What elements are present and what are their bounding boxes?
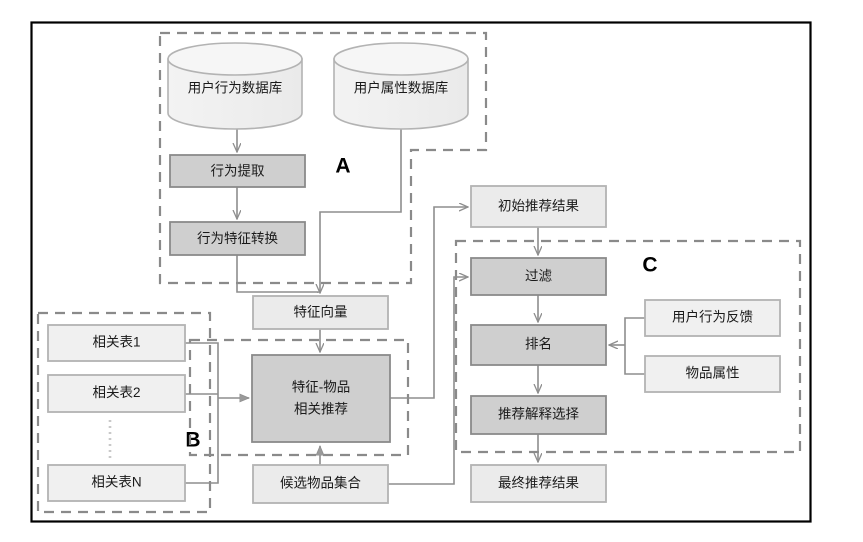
node-box [470,257,607,296]
node-final-rec-result[interactable]: 最终推荐结果 [470,464,607,503]
node-label-line1: 特征-物品 [292,380,351,395]
node-label: 相关表1 [92,335,140,350]
node-label: 用户行为反馈 [672,309,753,325]
node-rec-explanation-select[interactable]: 推荐解释选择 [470,395,607,435]
group-a-label: A [335,155,350,178]
node-item-attribute[interactable]: 物品属性 [644,355,781,393]
node-box [252,464,389,504]
cylinder-top [333,42,469,76]
node-label: 用户行为数据库 [188,80,283,96]
edge-table1-bus [185,342,219,398]
group-b-label: B [185,429,200,452]
node-box [169,154,306,188]
node-box [470,464,607,503]
node-box [644,299,781,337]
node-behavior-feature-transform[interactable]: 行为特征转换 [169,221,306,256]
node-filter[interactable]: 过滤 [470,257,607,296]
cylinder-body [333,58,469,130]
node-user-behavior-feedback[interactable]: 用户行为反馈 [644,299,781,337]
edge-itemattr-bus [624,345,645,375]
node-label: 相关表N [91,475,141,490]
node-box [251,354,391,443]
edge-attrdb-to-featurevector [320,129,402,293]
node-label: 初始推荐结果 [498,198,579,214]
node-box [470,324,607,366]
node-box [47,464,186,502]
node-related-table-1[interactable]: 相关表1 [47,324,186,362]
group-middle-dashed-boundary [188,338,410,457]
edge-candidate-to-filter [388,277,468,485]
node-label: 候选物品集合 [280,476,361,491]
node-behavior-extraction[interactable]: 行为提取 [169,154,306,188]
node-feature-vector[interactable]: 特征向量 [252,295,389,330]
node-box [169,221,306,256]
node-box [470,185,607,228]
edge-feedback-bus [624,317,645,345]
node-box [252,295,389,330]
node-label-line2: 相关推荐 [294,402,348,417]
node-box [470,395,607,435]
group-c-dashed-boundary [454,239,802,454]
node-candidate-item-set[interactable]: 候选物品集合 [252,464,389,504]
cylinder-body [167,58,303,130]
node-label: 行为特征转换 [197,231,278,246]
edge-tablen-bus [185,398,219,484]
node-label: 相关表2 [92,385,140,400]
node-label: 过滤 [525,269,553,284]
node-related-table-n[interactable]: 相关表N [47,464,186,502]
node-box [644,355,781,393]
node-box [47,324,186,362]
node-label: 特征向量 [294,305,348,320]
node-label: 物品属性 [686,366,740,381]
group-c-label: C [642,254,657,277]
node-box [47,374,186,413]
node-label: 推荐解释选择 [498,407,579,422]
node-label: 排名 [525,337,552,352]
node-feature-item-rec[interactable]: 特征-物品 相关推荐 [251,354,391,443]
edge-rec-to-initial [390,207,468,399]
node-initial-rec-result[interactable]: 初始推荐结果 [470,185,607,228]
node-user-behavior-db[interactable]: 用户行为数据库 [167,42,303,130]
node-ranking[interactable]: 排名 [470,324,607,366]
group-a-dashed-boundary [158,31,488,285]
node-related-table-2[interactable]: 相关表2 [47,374,186,413]
node-label: 行为提取 [211,164,265,179]
node-label: 用户属性数据库 [354,80,449,96]
node-label: 最终推荐结果 [498,476,579,491]
node-user-attribute-db[interactable]: 用户属性数据库 [333,42,469,130]
cylinder-top [167,42,303,76]
